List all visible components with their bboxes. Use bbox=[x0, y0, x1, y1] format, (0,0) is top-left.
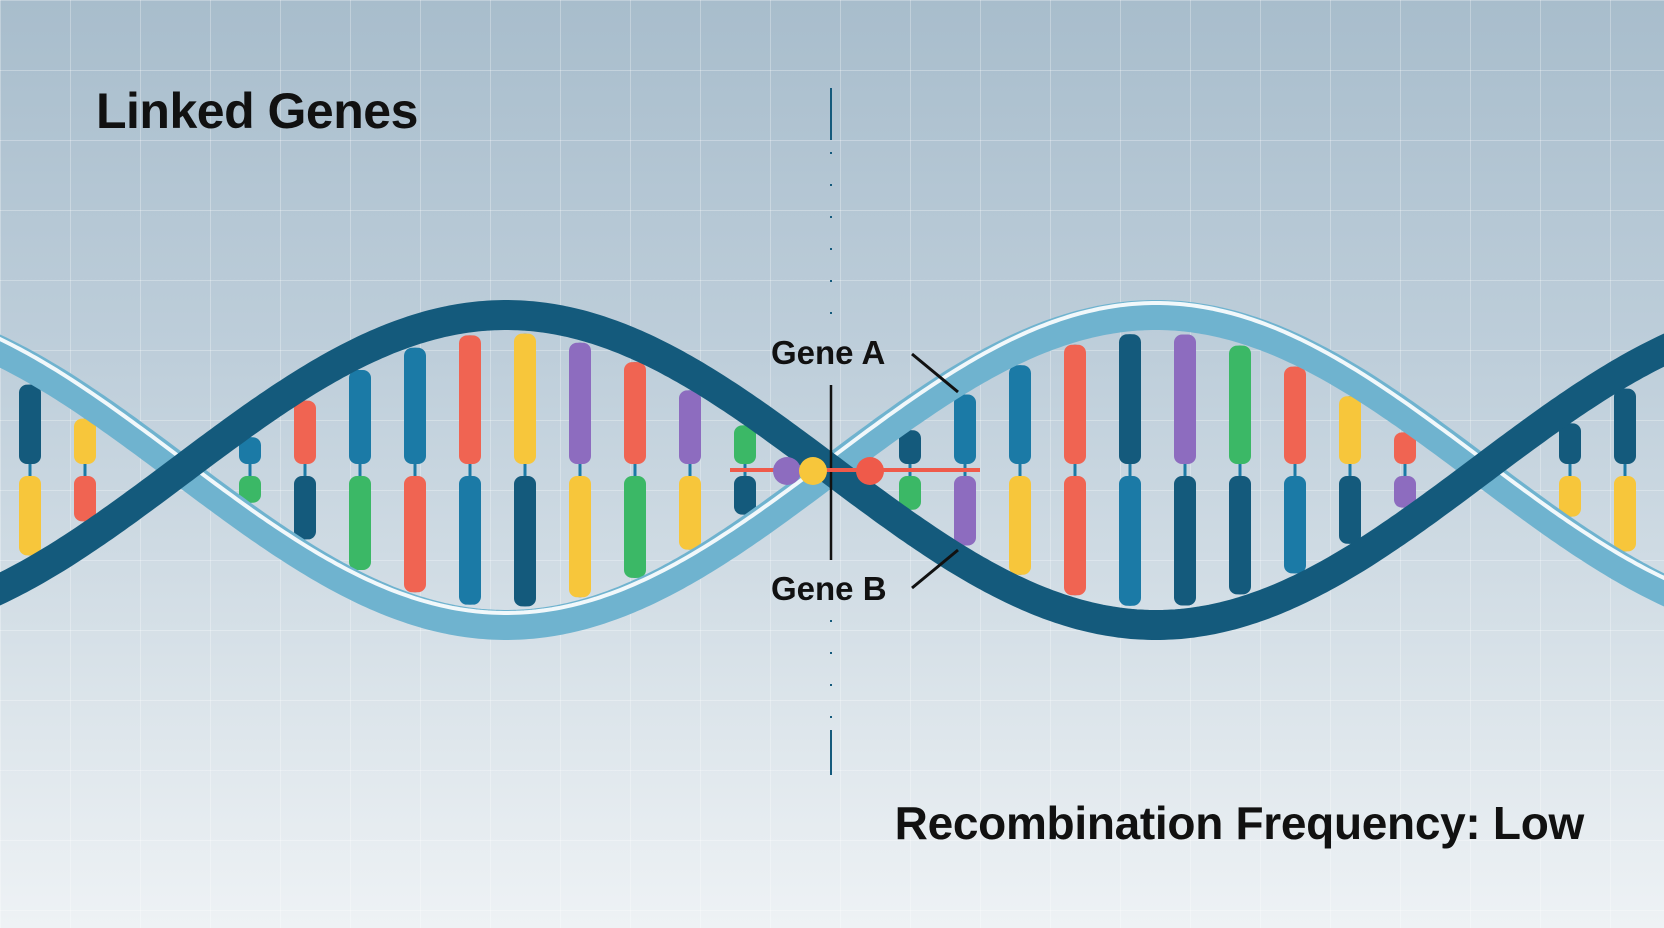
base-bottom bbox=[1614, 476, 1636, 552]
base-top bbox=[74, 418, 96, 464]
base-top bbox=[404, 347, 426, 464]
base-bottom bbox=[1174, 476, 1196, 606]
base-top bbox=[624, 362, 646, 464]
base-top bbox=[294, 400, 316, 464]
base-top bbox=[239, 437, 261, 464]
dna-strands bbox=[0, 300, 1664, 640]
base-bottom bbox=[624, 476, 646, 578]
base-bottom bbox=[1119, 476, 1141, 606]
base-bottom bbox=[239, 476, 261, 503]
gene-b-label: Gene B bbox=[771, 570, 887, 607]
base-top bbox=[349, 370, 371, 464]
gene-b-leader bbox=[911, 548, 959, 590]
base-bottom bbox=[1559, 476, 1581, 517]
base-bottom bbox=[1009, 476, 1031, 575]
base-bottom bbox=[294, 476, 316, 540]
base-top bbox=[459, 335, 481, 464]
base-bottom bbox=[459, 476, 481, 605]
base-top bbox=[569, 342, 591, 464]
base-bottom bbox=[1064, 476, 1086, 596]
base-pairs bbox=[19, 333, 1636, 607]
base-top bbox=[1174, 334, 1196, 464]
base-bottom bbox=[1229, 476, 1251, 595]
base-bottom bbox=[19, 476, 41, 556]
gene-a-leader bbox=[911, 352, 959, 394]
base-bottom bbox=[74, 476, 96, 522]
base-bottom bbox=[954, 476, 976, 546]
base-bottom bbox=[679, 476, 701, 550]
gene-marker-purple bbox=[773, 457, 801, 485]
base-top bbox=[734, 425, 756, 464]
page-title: Linked Genes bbox=[96, 83, 418, 139]
base-top bbox=[899, 430, 921, 464]
strand-dark bbox=[0, 300, 1664, 640]
base-top bbox=[1394, 432, 1416, 464]
base-top bbox=[1229, 345, 1251, 464]
base-top bbox=[514, 333, 536, 464]
base-top bbox=[1559, 423, 1581, 464]
recombination-frequency-label: Recombination Frequency: Low bbox=[894, 797, 1585, 849]
base-bottom bbox=[404, 476, 426, 593]
base-bottom bbox=[734, 476, 756, 515]
gene-b-marker bbox=[856, 457, 884, 485]
base-bottom bbox=[514, 476, 536, 607]
base-top bbox=[1064, 344, 1086, 464]
base-top bbox=[954, 394, 976, 464]
base-top bbox=[1284, 366, 1306, 464]
base-top bbox=[1614, 388, 1636, 464]
base-top bbox=[1339, 396, 1361, 464]
base-bottom bbox=[1394, 476, 1416, 508]
gene-a-marker bbox=[799, 457, 827, 485]
gene-markers bbox=[730, 88, 980, 780]
base-bottom bbox=[899, 476, 921, 510]
base-bottom bbox=[1339, 476, 1361, 544]
base-top bbox=[1009, 365, 1031, 464]
base-bottom bbox=[349, 476, 371, 570]
base-bottom bbox=[1284, 476, 1306, 574]
base-bottom bbox=[569, 476, 591, 598]
base-top bbox=[679, 390, 701, 464]
base-top bbox=[19, 384, 41, 464]
base-top bbox=[1119, 334, 1141, 464]
gene-a-label: Gene A bbox=[771, 334, 886, 371]
